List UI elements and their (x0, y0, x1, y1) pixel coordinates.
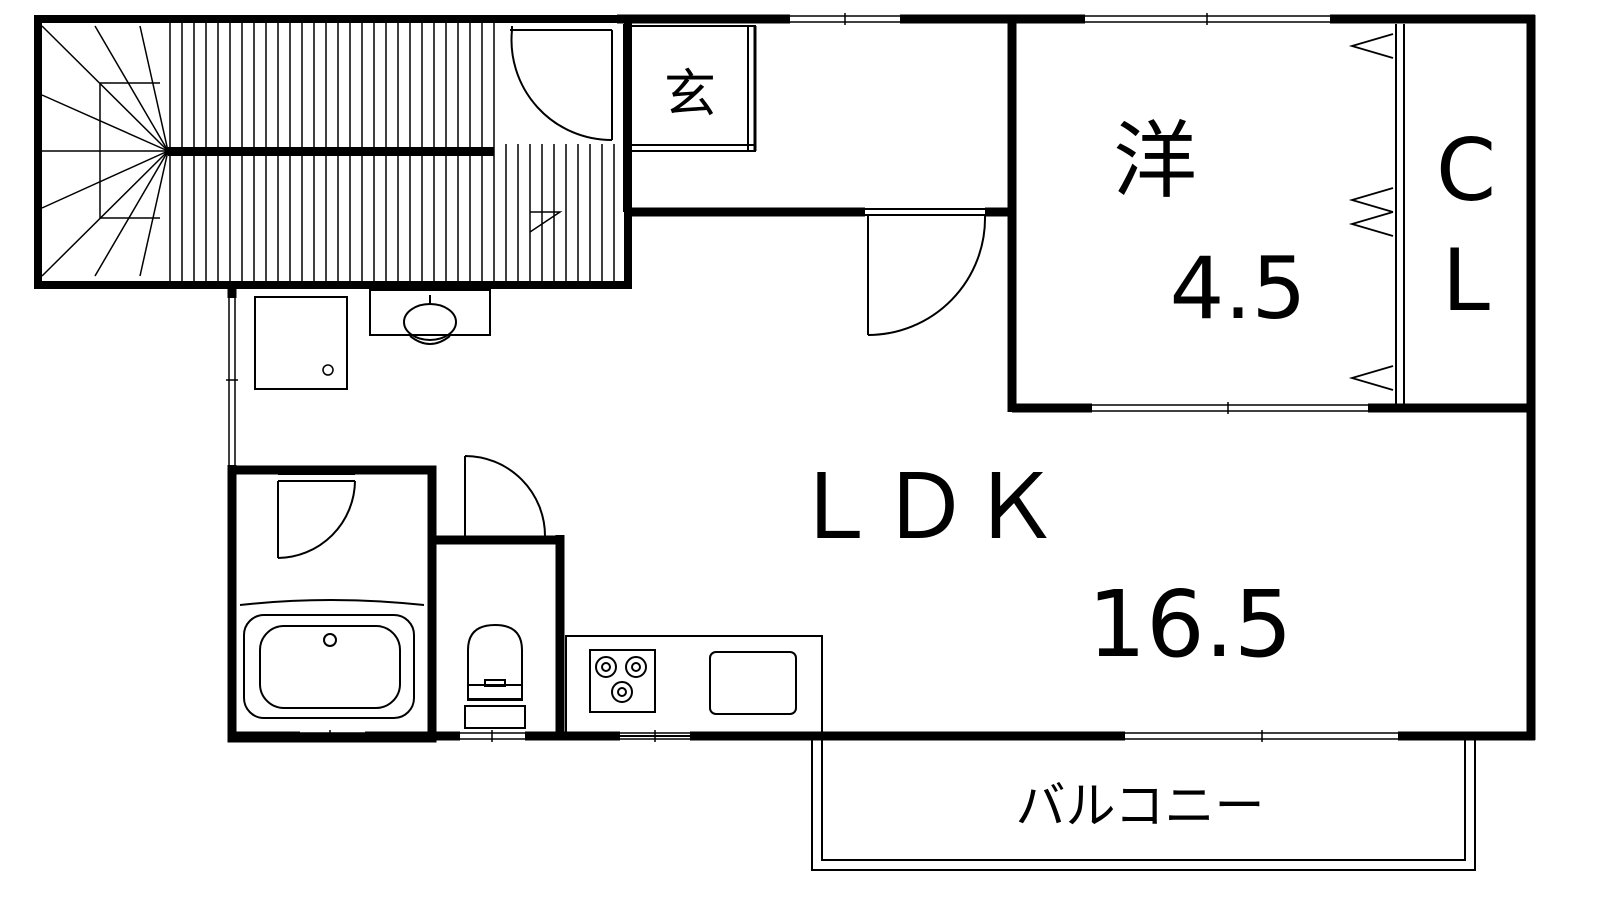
toilet-room (432, 455, 565, 740)
stove-burners (595, 656, 647, 703)
ldk-label: ＬＤＫ (790, 455, 1060, 560)
kitchen-counter (565, 635, 823, 737)
closet-doors (1348, 33, 1394, 391)
closet-label-l: L (1442, 231, 1490, 331)
ldk-size: 16.5 (1088, 571, 1293, 678)
balcony (811, 740, 1476, 871)
staircase (34, 15, 632, 289)
stair-winder (41, 25, 169, 277)
genkan: 玄 (623, 24, 757, 212)
genkan-label: 玄 (664, 65, 716, 125)
wash-basin (369, 289, 491, 345)
closet-label-c: C (1436, 121, 1496, 221)
kitchen-sink (709, 651, 797, 715)
windows (226, 13, 1398, 742)
outer-walls (227, 14, 1536, 741)
balcony-label: バルコニー (1016, 777, 1265, 835)
western-room-size: 4.5 (1170, 239, 1307, 339)
western-room: 洋 4.5 (1007, 19, 1531, 414)
toilet-bowl (464, 623, 526, 729)
bathroom (227, 465, 437, 743)
ldk-door (865, 208, 987, 336)
western-room-label: 洋 (1113, 112, 1197, 210)
closet: C L (1348, 24, 1496, 404)
entrance-door (505, 24, 615, 144)
washing-machine (254, 296, 348, 390)
washroom (254, 289, 491, 390)
